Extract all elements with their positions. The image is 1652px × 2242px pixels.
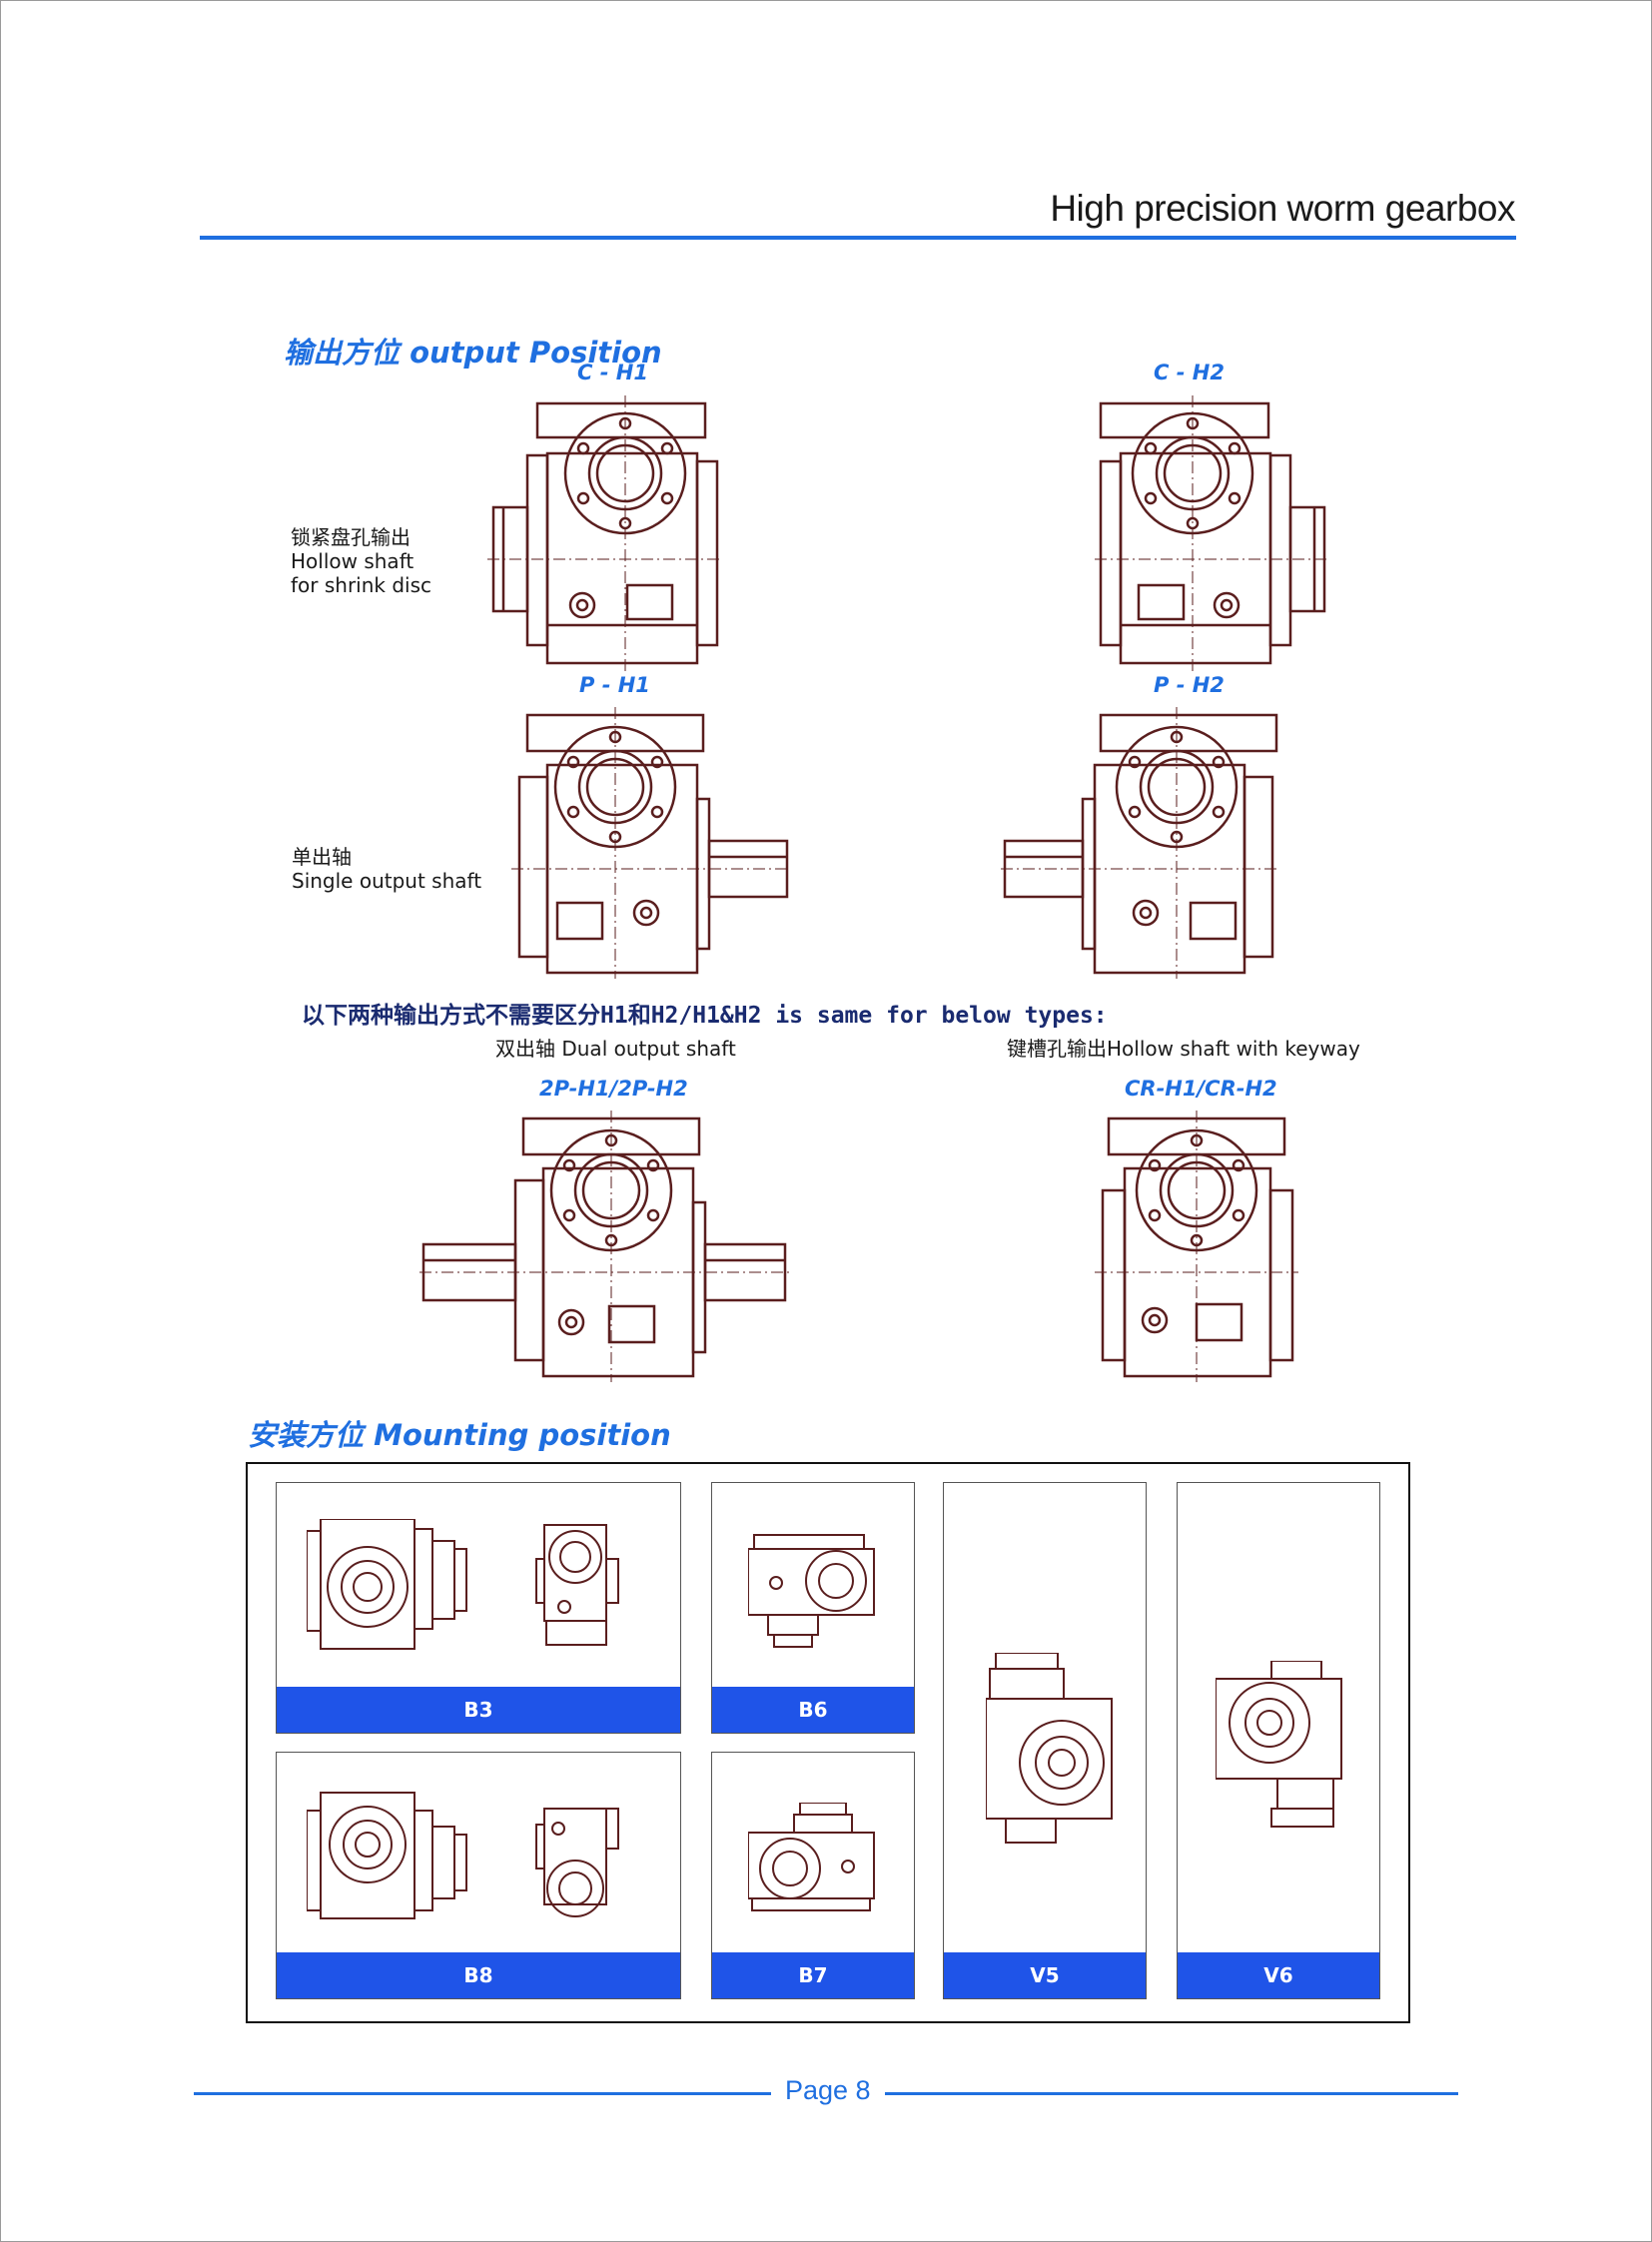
page-number: Page 8 (785, 2075, 871, 2105)
page-header-title: High precision worm gearbox (1050, 188, 1515, 229)
mounting-position-title: 安装方位 Mounting position (248, 1418, 671, 1452)
single-output-cn: 单出轴 (292, 845, 352, 869)
hollow-shrink-en1: Hollow shaft (291, 549, 414, 573)
mount-cell-b3: B3 (276, 1482, 681, 1734)
footer-rule-left (194, 2092, 771, 2095)
footer-rule-right (885, 2092, 1458, 2095)
mount-drawing-b7 (748, 1803, 875, 1911)
mount-drawing-v6 (1216, 1661, 1342, 1828)
gearbox-drawing-c-h1 (487, 395, 723, 671)
mount-cell-v6: V6 (1177, 1482, 1380, 1999)
gearbox-drawing-cr (1095, 1111, 1298, 1382)
mount-drawing-b6 (748, 1534, 875, 1648)
mount-label-b7: B7 (712, 1952, 914, 1998)
label-dual: 2P-H1/2P-H2 (539, 1077, 688, 1101)
mount-drawing-v5 (986, 1653, 1113, 1844)
label-p-h1: P - H1 (579, 673, 650, 697)
gearbox-drawing-p-h2 (1001, 707, 1280, 979)
gearbox-drawing-p-h1 (511, 707, 791, 979)
label-p-h2: P - H2 (1154, 673, 1225, 697)
header-rule (200, 236, 1516, 240)
mount-cell-b8: B8 (276, 1752, 681, 1999)
label-c-h1: C - H1 (577, 361, 648, 384)
hollow-shrink-cn: 锁紧盘孔输出 (291, 525, 411, 549)
gearbox-drawing-dual (419, 1111, 791, 1382)
mount-label-b8: B8 (277, 1952, 680, 1998)
mount-cell-v5: V5 (943, 1482, 1147, 1999)
single-output-caption: 单出轴 Single output shaft (292, 845, 481, 893)
output-position-title: 输出方位 output Position (284, 336, 662, 370)
mount-label-v6: V6 (1178, 1952, 1379, 1998)
same-type-note: 以下两种输出方式不需要区分H1和H2/H1&H2 is same for bel… (302, 1003, 1108, 1029)
mount-drawing-b8 (307, 1792, 619, 1919)
mount-label-b6: B6 (712, 1687, 914, 1733)
gearbox-drawing-c-h2 (1095, 395, 1330, 671)
single-output-en: Single output shaft (292, 869, 482, 893)
dual-output-caption: 双出轴 Dual output shaft (495, 1037, 736, 1061)
mount-cell-b7: B7 (711, 1752, 915, 1999)
mounting-position-frame: B3 B6 (246, 1462, 1410, 2023)
hollow-shrink-caption: 锁紧盘孔输出 Hollow shaft for shrink disc (291, 525, 431, 597)
mount-label-v5: V5 (944, 1952, 1146, 1998)
mount-drawing-b3 (307, 1519, 619, 1650)
label-cr: CR-H1/CR-H2 (1125, 1077, 1277, 1101)
hollow-shrink-en2: for shrink disc (291, 573, 432, 597)
mount-label-b3: B3 (277, 1687, 680, 1733)
label-c-h2: C - H2 (1154, 361, 1225, 384)
mount-cell-b6: B6 (711, 1482, 915, 1734)
keyway-caption: 键槽孔输出Hollow shaft with keyway (1007, 1037, 1360, 1061)
